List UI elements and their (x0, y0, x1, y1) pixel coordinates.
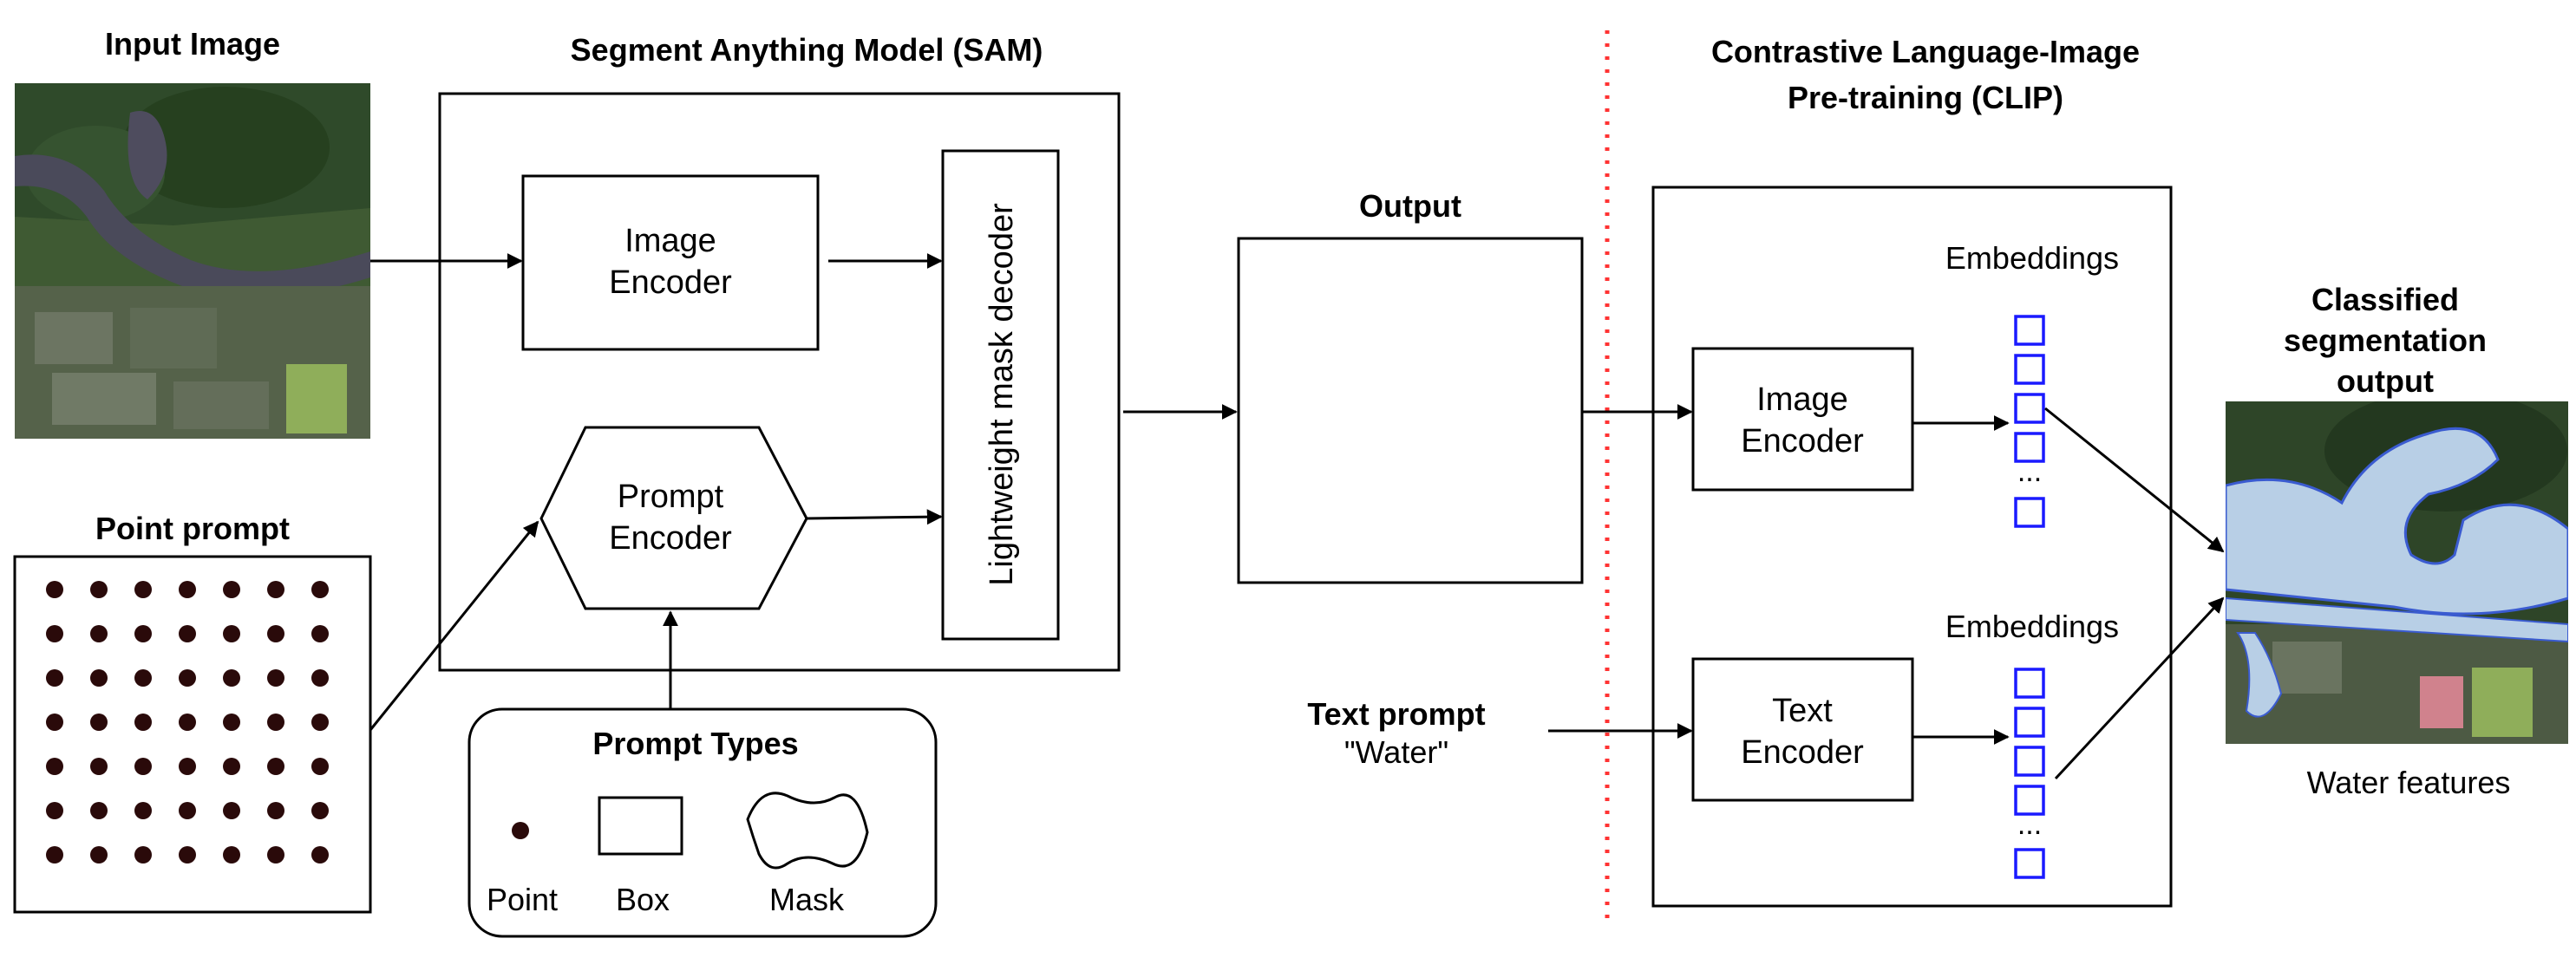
prompt-point (267, 669, 284, 687)
mask-decoder-label: Lightweight mask decoder (984, 203, 1020, 586)
flow-arrows (369, 253, 2225, 780)
arrow-image-embeddings-to-result (2044, 407, 2225, 553)
prompt-point (223, 846, 240, 864)
sam-image-encoder-label-1: Image (624, 223, 716, 259)
prompt-point (134, 846, 152, 864)
prompt-point (311, 846, 329, 864)
prompt-point (223, 669, 240, 687)
prompt-point (90, 714, 108, 731)
embeddings-bottom-label: Embeddings (1945, 609, 2119, 644)
classified-water-image (2226, 401, 2568, 744)
clip-text-encoder-label-1: Text (1772, 693, 1833, 729)
prompt-point (267, 802, 284, 819)
prompt-type-point-icon (512, 822, 529, 839)
prompt-point (134, 669, 152, 687)
arrow-text-embeddings-to-result (2054, 596, 2225, 780)
clip-title-1: Contrastive Language-Image (1711, 34, 2140, 69)
prompt-point (179, 669, 196, 687)
prompt-point (179, 846, 196, 864)
prompt-point (90, 625, 108, 642)
prompt-point (134, 758, 152, 775)
prompt-point (223, 581, 240, 598)
prompt-type-box-icon (598, 796, 683, 856)
prompt-point (46, 714, 63, 731)
mask-decoder-box (941, 149, 1060, 641)
prompt-type-mask-label: Mask (769, 882, 845, 917)
prompt-point (223, 625, 240, 642)
prompt-point (179, 625, 196, 642)
prompt-point (90, 581, 108, 598)
prompt-point (267, 846, 284, 864)
sam-prompt-encoder-label-1: Prompt (618, 479, 724, 515)
prompt-point (90, 802, 108, 819)
prompt-type-mask-icon (746, 792, 869, 870)
prompt-point (134, 802, 152, 819)
classified-title-1: Classified (2311, 282, 2459, 317)
text-embedding-vector: ... (2014, 668, 2045, 879)
prompt-point (267, 625, 284, 642)
input-satellite-image (15, 83, 370, 439)
prompt-point (311, 758, 329, 775)
clip-text-encoder-box (1691, 657, 1914, 802)
clip-image-encoder-label-2: Encoder (1741, 423, 1864, 459)
prompt-point (134, 625, 152, 642)
text-prompt-title: Text prompt (1307, 696, 1485, 732)
prompt-type-point-label: Point (487, 882, 558, 917)
output-title: Output (1359, 188, 1461, 224)
prompt-point (46, 846, 63, 864)
result-caption: Water features (2307, 765, 2511, 800)
prompt-point (179, 758, 196, 775)
image-embedding-vector: ... (2014, 315, 2045, 528)
prompt-point (134, 714, 152, 731)
prompt-point (179, 714, 196, 731)
prompt-point (311, 802, 329, 819)
prompt-point (46, 802, 63, 819)
point-grid (46, 581, 329, 864)
clip-image-encoder-label-1: Image (1756, 381, 1848, 418)
prompt-point (179, 581, 196, 598)
prompt-point (90, 846, 108, 864)
sam-title: Segment Anything Model (SAM) (571, 32, 1043, 68)
prompt-point (223, 714, 240, 731)
prompt-point (46, 758, 63, 775)
prompt-types-title: Prompt Types (592, 726, 798, 761)
embeddings-top-label: Embeddings (1945, 240, 2119, 276)
prompt-point (46, 625, 63, 642)
clip-text-encoder-label-2: Encoder (1741, 734, 1864, 771)
prompt-point (179, 802, 196, 819)
point-prompt-title: Point prompt (95, 511, 290, 546)
sam-image-encoder-label-2: Encoder (609, 264, 732, 301)
prompt-point (134, 581, 152, 598)
prompt-point (267, 581, 284, 598)
arrow-points-to-prompt-encoder (369, 520, 539, 731)
text-embedding-ellipsis: ... (2017, 808, 2042, 841)
prompt-point (311, 669, 329, 687)
arrow-prompt-encoder-to-decoder (806, 509, 943, 525)
sam-prompt-encoder-hexagon (539, 426, 808, 610)
prompt-point (267, 758, 284, 775)
input-image-title: Input Image (105, 26, 280, 62)
prompt-point (46, 669, 63, 687)
prompt-point (90, 758, 108, 775)
sam-image-encoder-box (521, 174, 820, 351)
image-embedding-ellipsis: ... (2017, 455, 2042, 488)
prompt-point (223, 802, 240, 819)
clip-image-encoder-box (1691, 347, 1914, 492)
classified-title-3: output (2337, 363, 2434, 399)
clip-title-2: Pre-training (CLIP) (1788, 80, 2063, 115)
text-prompt-value: "Water" (1344, 734, 1448, 770)
prompt-point (90, 669, 108, 687)
prompt-point (311, 714, 329, 731)
classified-title-2: segmentation (2284, 323, 2487, 358)
prompt-point (311, 625, 329, 642)
prompt-point (46, 581, 63, 598)
sam-prompt-encoder-label-2: Encoder (609, 520, 732, 557)
prompt-type-box-label: Box (616, 882, 670, 917)
prompt-point (223, 758, 240, 775)
prompt-point (267, 714, 284, 731)
prompt-types-frame (467, 707, 938, 938)
prompt-point (311, 581, 329, 598)
